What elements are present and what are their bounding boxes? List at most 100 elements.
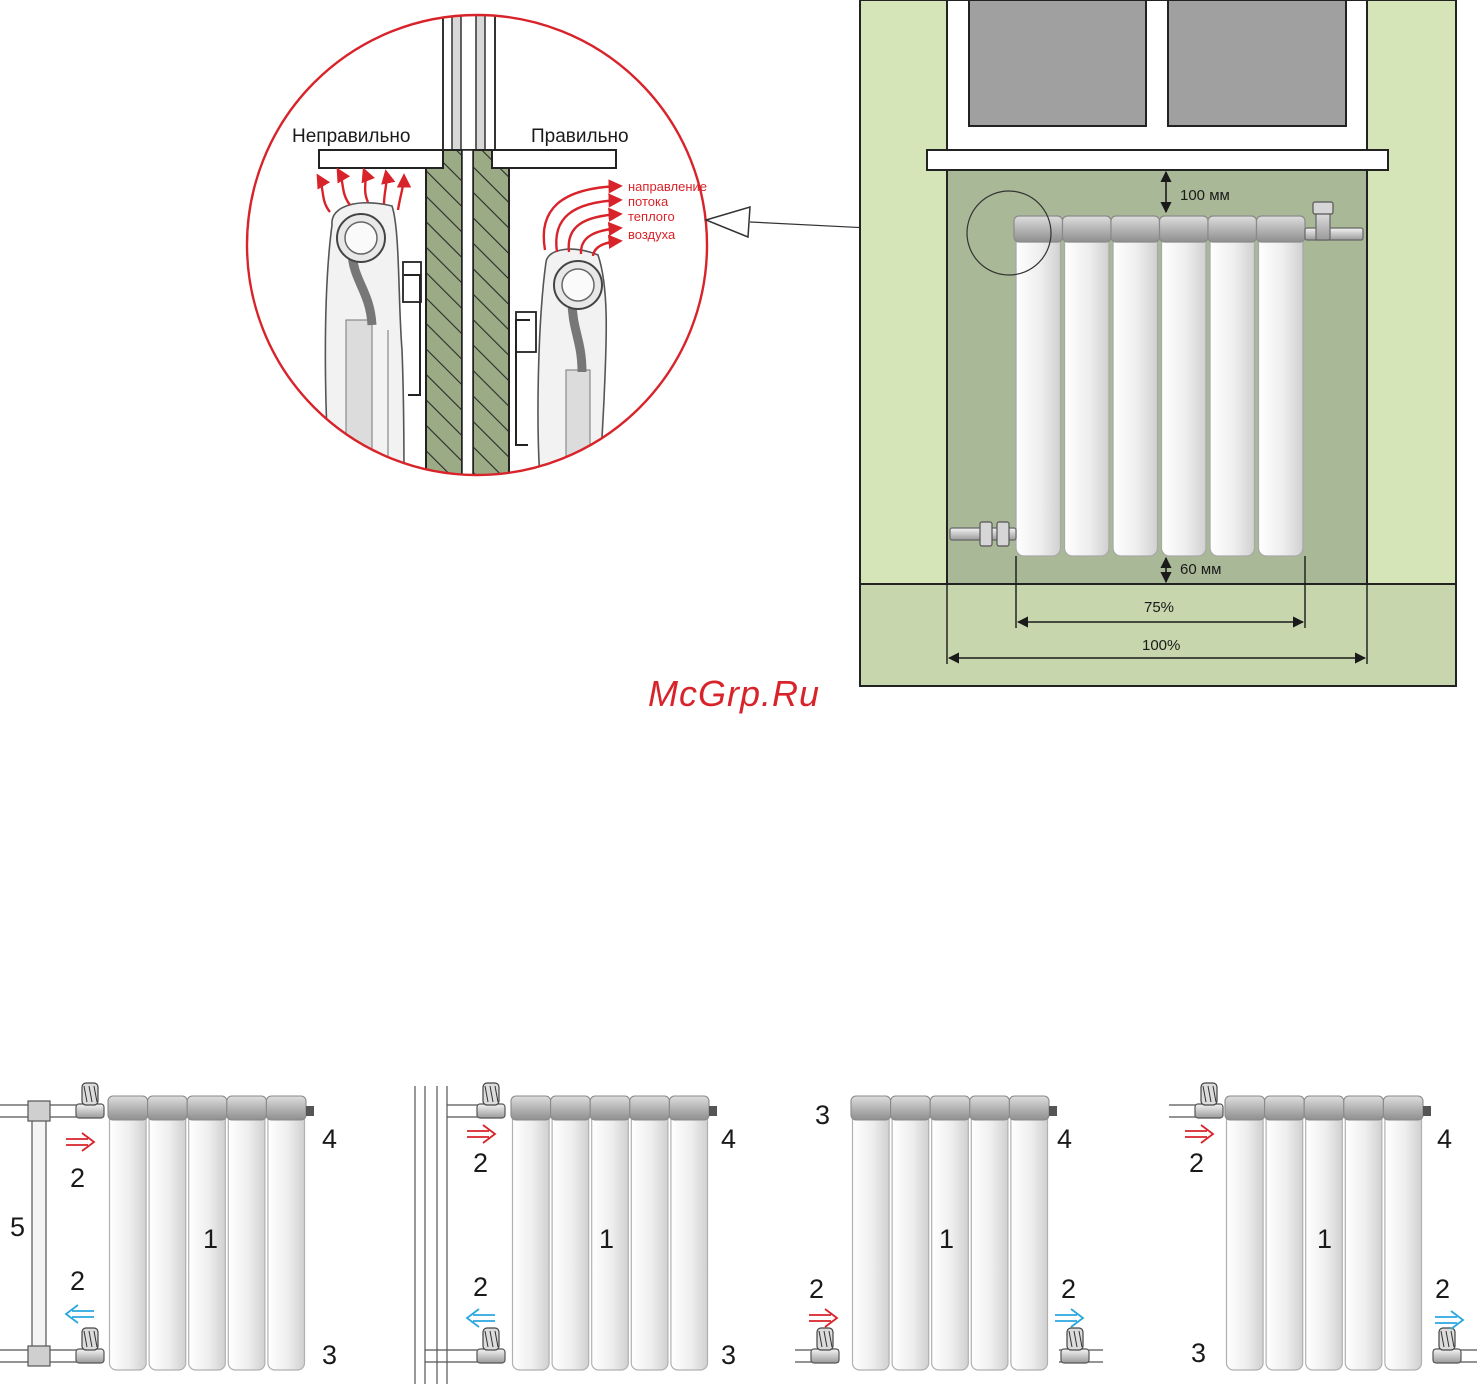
- label-plug: 3: [721, 1340, 736, 1370]
- radiator-section: [671, 1110, 708, 1370]
- hot-flow-arrow: [1185, 1125, 1213, 1143]
- radiator-section: [268, 1110, 305, 1370]
- wall-right: [473, 150, 509, 490]
- radiator-section: [1227, 1110, 1264, 1370]
- tee-fitting: [28, 1101, 50, 1121]
- label-air-vent: 4: [1057, 1124, 1072, 1154]
- label-return: 2: [473, 1272, 488, 1302]
- radiator-section-header: [970, 1096, 1010, 1120]
- label-right: Правильно: [531, 126, 629, 147]
- valve-body: [477, 1349, 505, 1363]
- label-supply: 2: [70, 1163, 85, 1193]
- valve-body: [811, 1349, 839, 1363]
- valve-body: [477, 1104, 505, 1118]
- watermark: McGrp.Ru: [648, 673, 820, 714]
- air-vent-plug: [1423, 1106, 1431, 1116]
- label-wrong: Неправильно: [292, 126, 410, 147]
- radiator-section: [513, 1110, 550, 1370]
- installation-panel: 100 мм 60 мм 75% 100%: [860, 0, 1456, 686]
- airflow-caption-line-1: направление: [628, 179, 707, 194]
- radiator-section: [1016, 230, 1061, 556]
- label-radiator: 1: [1317, 1224, 1332, 1254]
- air-vent-plug: [709, 1106, 717, 1116]
- scheme-d: 2 2 3 1 4: [1169, 1083, 1477, 1370]
- radiator-section-header: [148, 1096, 188, 1120]
- radiator-section-header: [551, 1096, 591, 1120]
- radiator-section: [853, 1110, 890, 1370]
- window-sill: [927, 150, 1388, 170]
- radiator-section-header: [1160, 216, 1209, 242]
- label-bypass: 5: [10, 1212, 25, 1242]
- radiator-section-header: [1063, 216, 1112, 242]
- cold-flow-arrow: [1055, 1309, 1083, 1327]
- radiator-section: [1345, 1110, 1382, 1370]
- radiator-section-header: [187, 1096, 227, 1120]
- label-radiator: 1: [939, 1224, 954, 1254]
- radiator-section: [1385, 1110, 1422, 1370]
- radiator-section-header: [511, 1096, 551, 1120]
- radiator-section: [228, 1110, 265, 1370]
- cold-flow-arrow: [1435, 1311, 1463, 1329]
- label-radiator: 1: [203, 1224, 218, 1254]
- scheme-a: 2 2 5 1 4 3: [0, 1083, 337, 1370]
- hot-flow-arrow: [66, 1133, 94, 1151]
- dim-niche-width-label: 100%: [1142, 637, 1180, 654]
- valve-body: [1195, 1104, 1223, 1118]
- radiator-section-header: [1014, 216, 1063, 242]
- radiator-section-header: [590, 1096, 630, 1120]
- radiator-section: [1011, 1110, 1048, 1370]
- valve-body: [76, 1104, 104, 1118]
- air-vent-plug: [306, 1106, 314, 1116]
- label-return: 2: [1435, 1274, 1450, 1304]
- label-radiator: 1: [599, 1224, 614, 1254]
- airflow-caption-line-2: потока: [628, 194, 669, 209]
- label-supply: 2: [1189, 1148, 1204, 1178]
- airflow-caption-line-3: теплого: [628, 209, 675, 224]
- radiator-section-header: [1265, 1096, 1305, 1120]
- cold-flow-arrow: [467, 1309, 495, 1327]
- radiator-section-header: [1111, 216, 1160, 242]
- tee-fitting: [28, 1346, 50, 1366]
- label-return: 2: [70, 1266, 85, 1296]
- radiator-section-header: [1344, 1096, 1384, 1120]
- radiator-section: [631, 1110, 668, 1370]
- radiator-section-header: [1009, 1096, 1049, 1120]
- radiator-section: [110, 1110, 147, 1370]
- label-plug: 3: [1191, 1338, 1206, 1368]
- label-return: 2: [1061, 1274, 1076, 1304]
- window: [947, 0, 1367, 150]
- radiator-section: [1259, 230, 1304, 556]
- valve-body: [76, 1349, 104, 1363]
- radiator-section-header: [1383, 1096, 1423, 1120]
- dim-top-gap-label: 100 мм: [1180, 187, 1230, 204]
- radiator-section-header: [891, 1096, 931, 1120]
- radiator-section: [1065, 230, 1110, 556]
- radiator-section-header: [669, 1096, 709, 1120]
- label-air-vent: 4: [1437, 1124, 1452, 1154]
- radiator-section: [1113, 230, 1158, 556]
- radiator-section-header: [851, 1096, 891, 1120]
- bypass-pipe: [32, 1111, 46, 1356]
- sill-right: [492, 150, 616, 168]
- label-plug: 3: [815, 1100, 830, 1130]
- sill-wrong: [319, 150, 443, 168]
- label-plug: 3: [322, 1340, 337, 1370]
- radiator-section: [1210, 230, 1255, 556]
- air-vent-plug: [1049, 1106, 1057, 1116]
- radiator-section: [971, 1110, 1008, 1370]
- radiator-section: [552, 1110, 589, 1370]
- wall-left: [426, 150, 462, 490]
- hot-flow-arrow: [809, 1309, 837, 1327]
- radiator-section: [149, 1110, 186, 1370]
- radiator-section-header: [227, 1096, 267, 1120]
- valve-body: [1433, 1349, 1461, 1363]
- label-air-vent: 4: [322, 1124, 337, 1154]
- radiator-section-header: [1225, 1096, 1265, 1120]
- label-supply: 2: [473, 1148, 488, 1178]
- radiator-section-header: [108, 1096, 148, 1120]
- radiator-section-header: [930, 1096, 970, 1120]
- airflow-caption-line-4: воздуха: [628, 227, 676, 242]
